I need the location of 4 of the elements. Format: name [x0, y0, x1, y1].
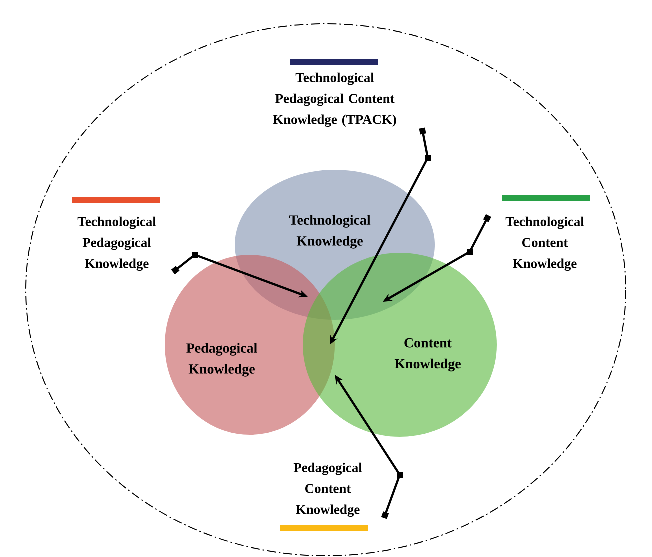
label-text: Technological Pedagogical Knowledge: [78, 216, 156, 272]
label-text: Technological Pedagogical Content Knowledge (TPACK): [273, 72, 396, 128]
label-text: Technological Content Knowledge: [506, 216, 584, 272]
label-text: Pedagogical Content Knowledge: [294, 462, 362, 518]
